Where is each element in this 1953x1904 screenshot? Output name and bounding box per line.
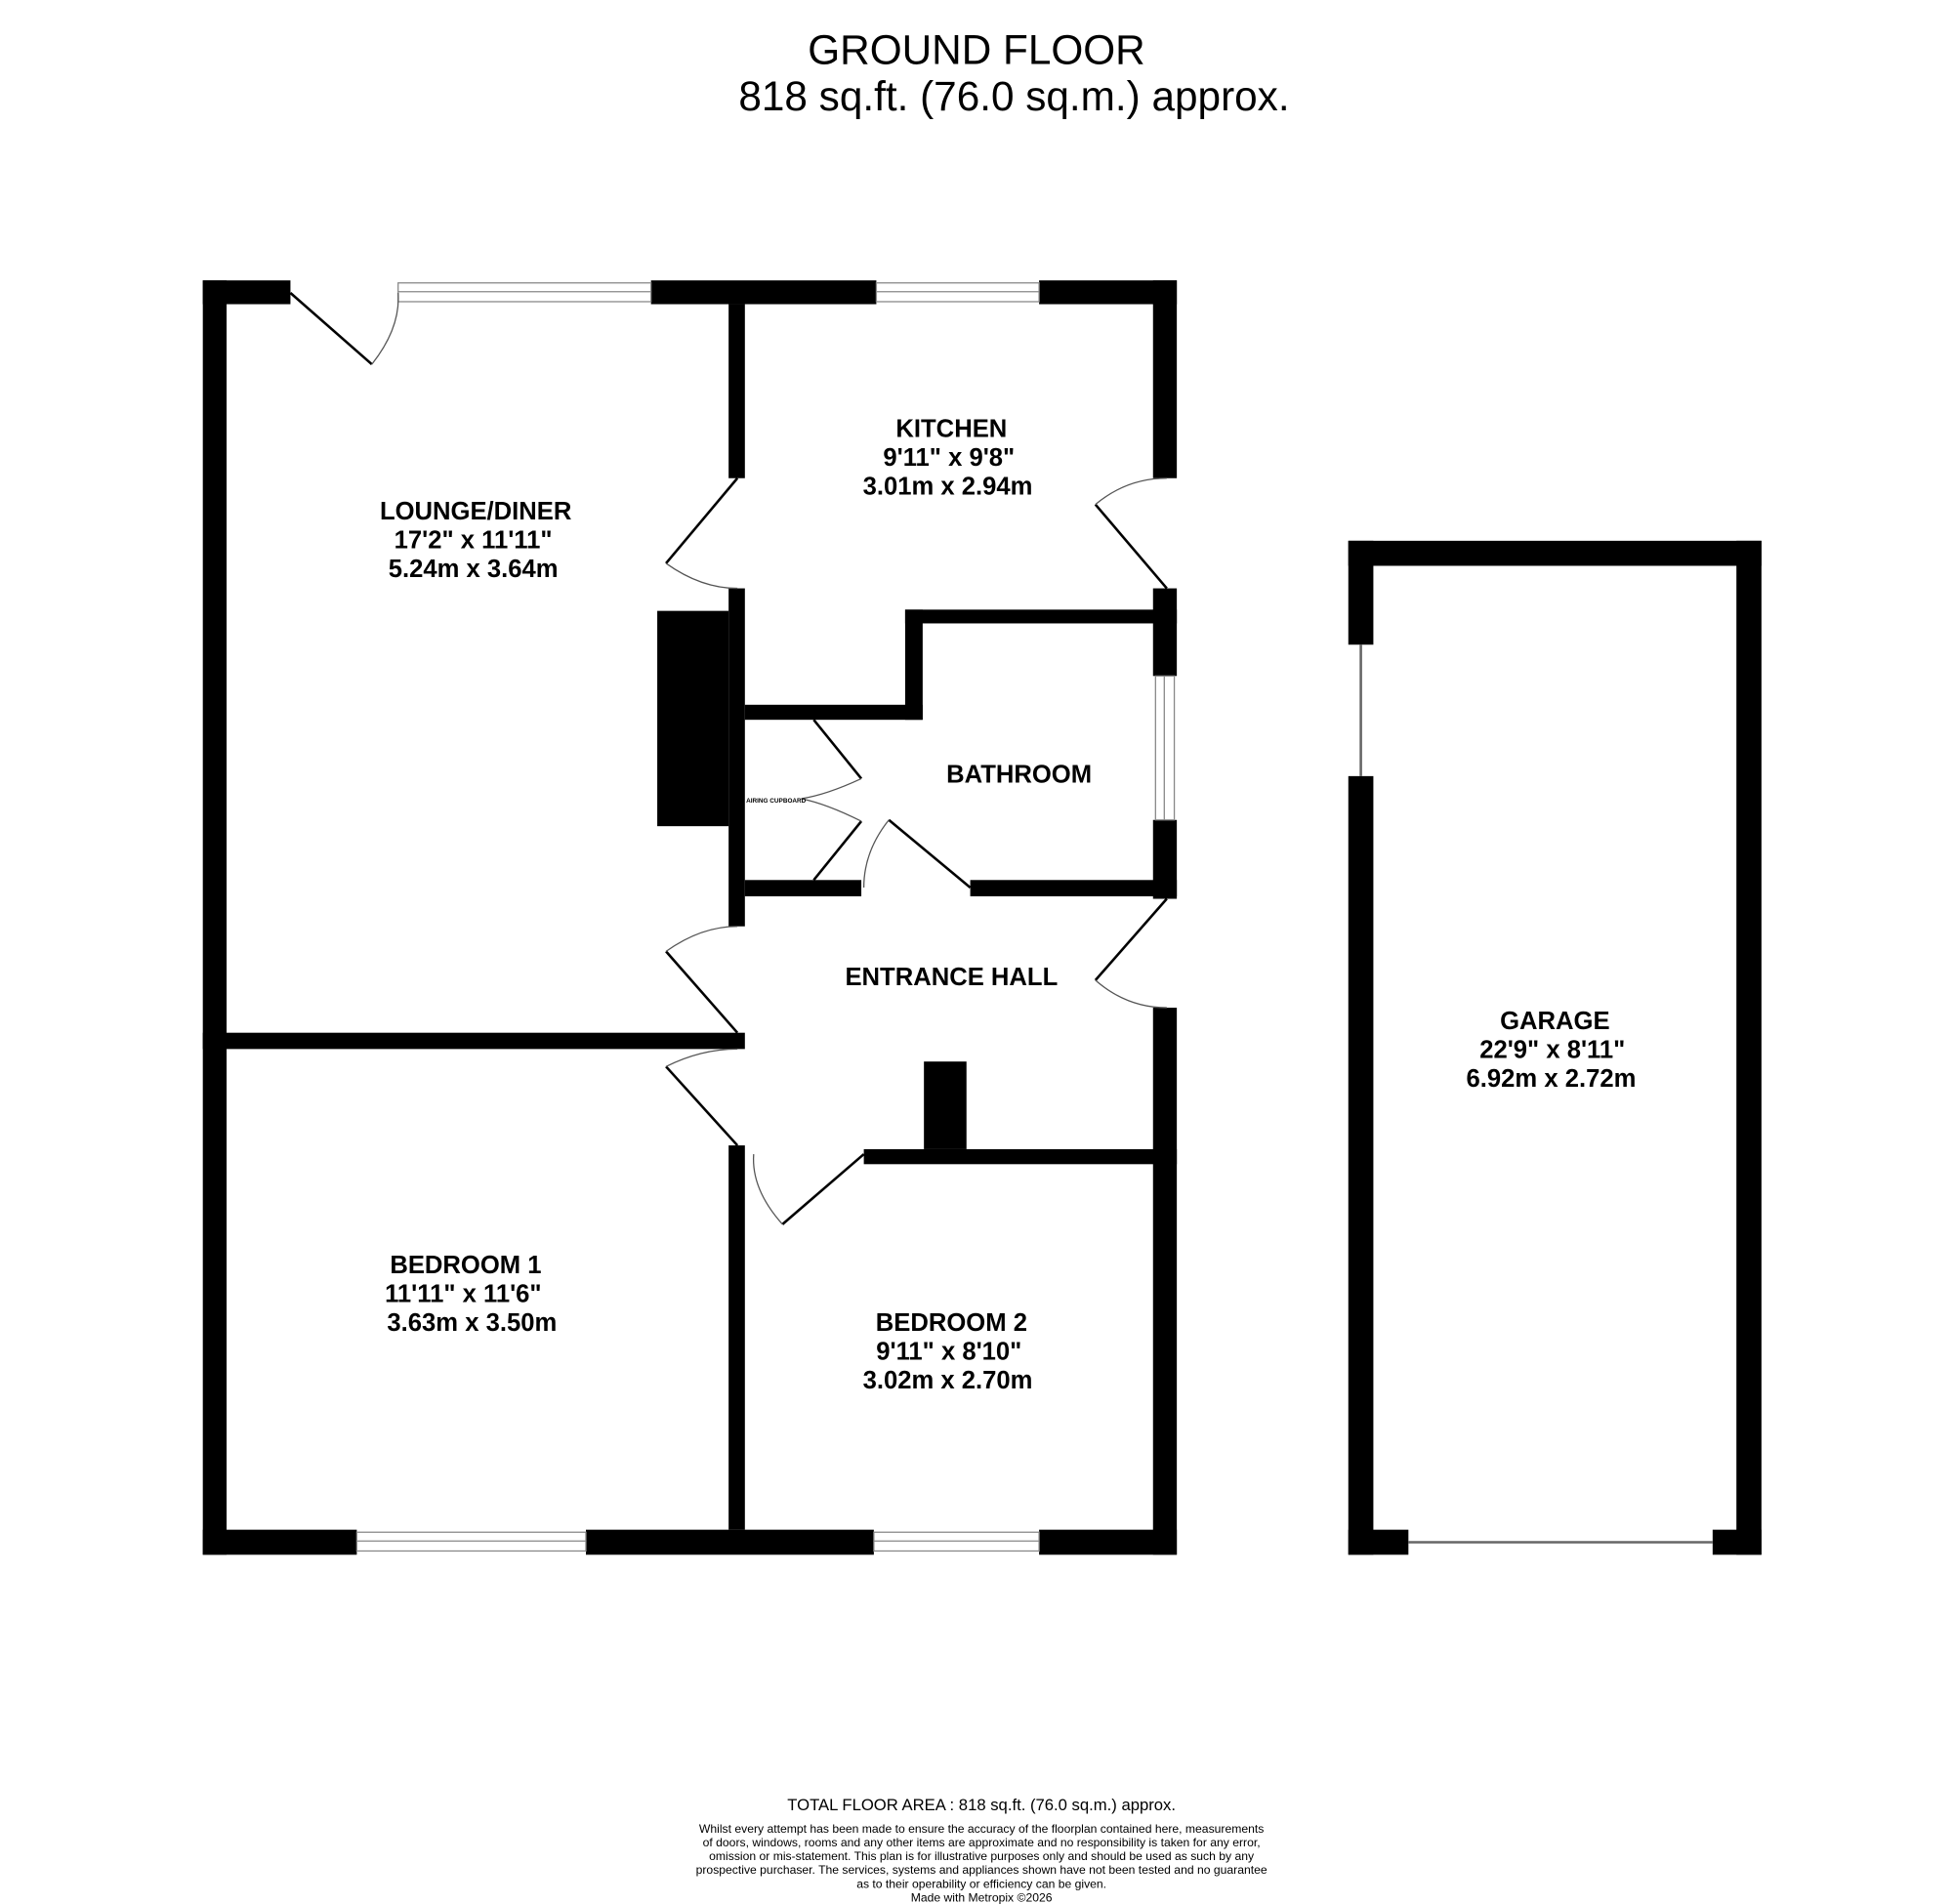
room-imperial: 22'9" x 8'11" (1479, 1036, 1625, 1063)
disclaimer-line: as to their operability or efficiency ca… (856, 1877, 1106, 1890)
room-labels: LOUNGE/DINER 17'2" x 11'11" 5.24m x 3.64… (380, 415, 1636, 1393)
floor-area: 818 sq.ft. (76.0 sq.m.) approx. (738, 73, 1289, 119)
windows (355, 282, 1713, 1552)
disclaimer-line: prospective purchaser. The services, sys… (696, 1863, 1267, 1877)
room-metric: 3.63m x 3.50m (387, 1309, 557, 1337)
room-name: BEDROOM 2 (876, 1309, 1027, 1337)
doors (289, 292, 1168, 1225)
footer: TOTAL FLOOR AREA : 818 sq.ft. (76.0 sq.m… (696, 1796, 1267, 1904)
disclaimer-line: Whilst every attempt has been made to en… (699, 1822, 1264, 1836)
room-name: ENTRANCE HALL (845, 964, 1058, 991)
disclaimer-line: of doors, windows, rooms and any other i… (703, 1836, 1261, 1849)
room-name: BEDROOM 1 (390, 1252, 541, 1279)
room-name: GARAGE (1500, 1008, 1609, 1035)
room-metric: 5.24m x 3.64m (389, 556, 559, 583)
room-name: KITCHEN (895, 415, 1007, 442)
floor-title: GROUND FLOOR (808, 26, 1144, 72)
room-metric: 3.01m x 2.94m (863, 473, 1033, 500)
room-metric: 3.02m x 2.70m (863, 1367, 1033, 1394)
room-metric: 6.92m x 2.72m (1467, 1065, 1637, 1093)
disclaimer-line: omission or mis-statement. This plan is … (709, 1849, 1255, 1863)
walls (202, 280, 1762, 1555)
airing-cupboard-label: AIRING CUPBOARD (746, 798, 807, 805)
room-imperial: 9'11" x 8'10" (876, 1338, 1021, 1365)
room-imperial: 9'11" x 9'8" (883, 444, 1015, 472)
total-floor-area: TOTAL FLOOR AREA : 818 sq.ft. (76.0 sq.m… (787, 1796, 1176, 1814)
credit: Made with Metropix ©2026 (911, 1890, 1053, 1904)
room-name: BATHROOM (946, 761, 1092, 788)
room-imperial: 11'11" x 11'6" (385, 1280, 542, 1307)
room-name: LOUNGE/DINER (380, 498, 571, 525)
room-imperial: 17'2" x 11'11" (395, 527, 553, 555)
